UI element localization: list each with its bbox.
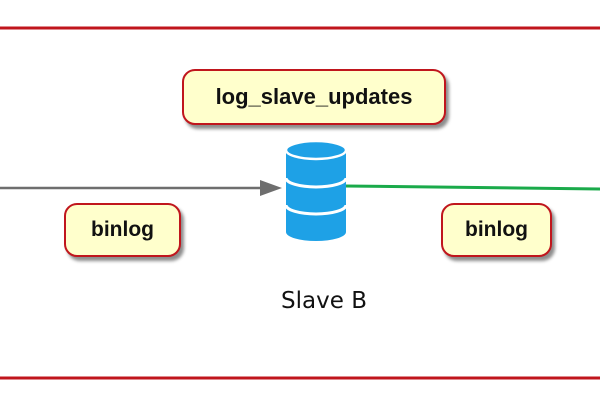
outgoing-line: [344, 184, 600, 191]
incoming-binlog-callout: binlog: [64, 203, 181, 257]
incoming-arrowhead: [260, 180, 282, 196]
database-icon: [284, 139, 348, 241]
slave-b-label: Slave B: [281, 288, 367, 314]
log-slave-updates-callout: log_slave_updates: [182, 69, 446, 125]
outgoing-binlog-callout: binlog: [441, 203, 552, 257]
